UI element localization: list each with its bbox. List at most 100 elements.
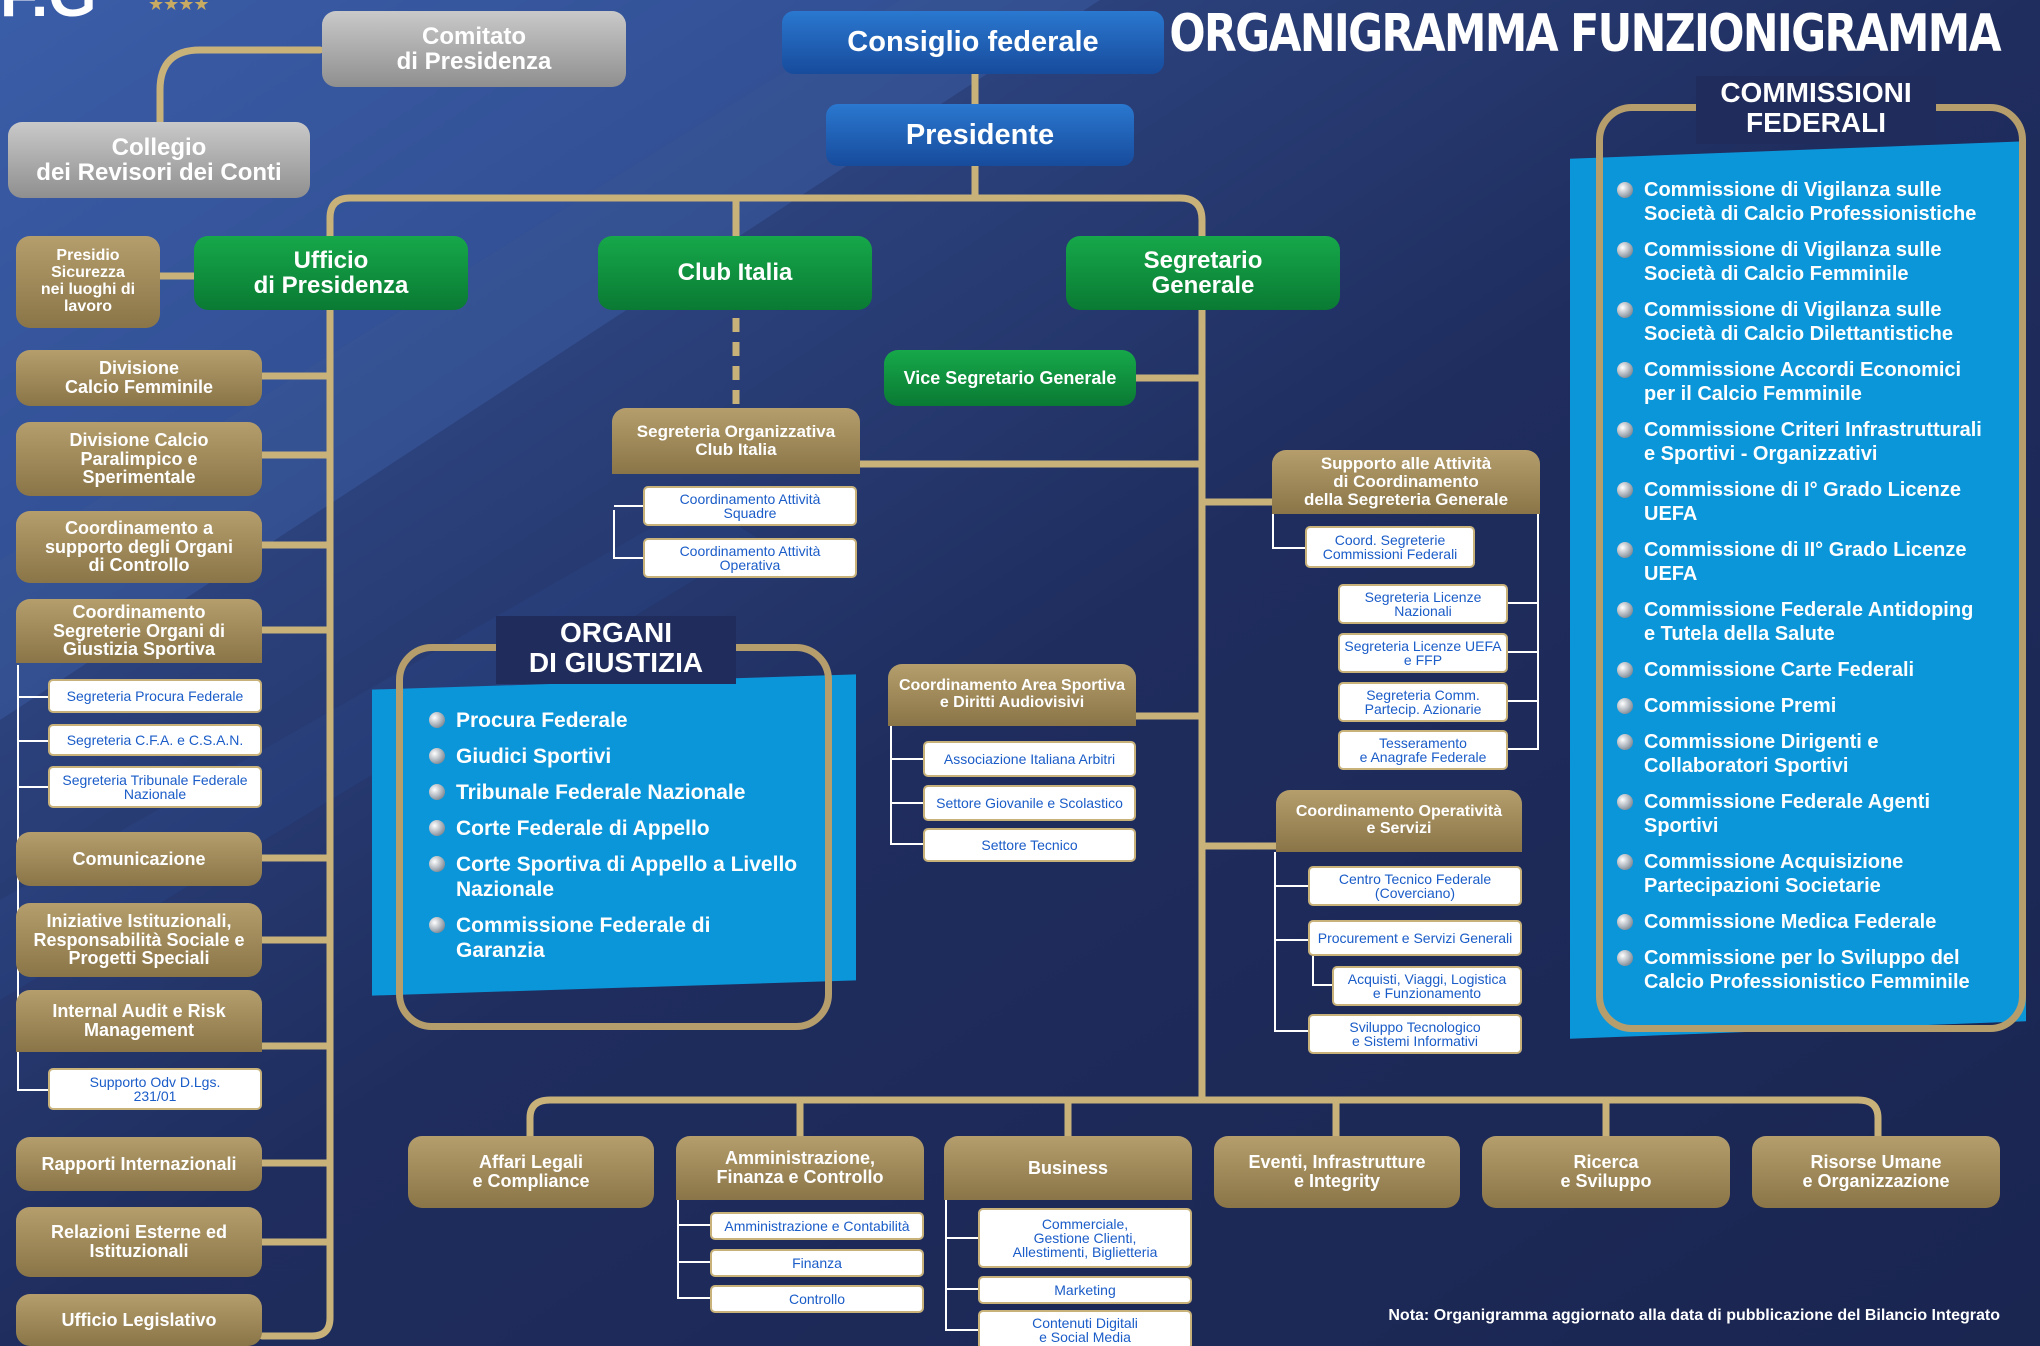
ball-bullet-icon (1617, 242, 1633, 258)
iniziative-istituzionali-box: Iniziative Istituzionali, Responsabilità… (16, 903, 262, 977)
consiglio-federale-box: Consiglio federale (782, 11, 1164, 74)
commerciale-gestione-clienti: Commerciale, Gestione Clienti, Allestime… (978, 1208, 1192, 1268)
commissione-item: Commissione Acquisizione Partecipazioni … (1617, 850, 2014, 898)
settore-giovanile: Settore Giovanile e Scolastico (923, 785, 1136, 821)
organi-item: Corte Sportiva di Appello a Livello Nazi… (429, 852, 836, 902)
segreteria-tribunale-federale: Segreteria Tribunale Federale Nazionale (48, 766, 262, 808)
controllo: Controllo (710, 1285, 924, 1313)
finanza: Finanza (710, 1249, 924, 1277)
organi-item: Tribunale Federale Nazionale (429, 780, 836, 805)
collegio-revisori-box: Collegio dei Revisori dei Conti (8, 122, 310, 198)
tesseramento-anagrafe: Tesseramento e Anagrafe Federale (1338, 730, 1508, 770)
commissione-item: Commissione Dirigenti e Collaboratori Sp… (1617, 730, 2014, 778)
segreteria-cfa-csan: Segreteria C.F.A. e C.S.A.N. (48, 724, 262, 756)
organi-item: Giudici Sportivi (429, 744, 836, 769)
business-box: Business (944, 1136, 1192, 1200)
ball-bullet-icon (429, 820, 445, 836)
divisione-paralimpico-box: Divisione Calcio Paralimpico e Speriment… (16, 422, 262, 496)
ball-bullet-icon (1617, 698, 1633, 714)
organi-giustizia-title: ORGANI DI GIUSTIZIA (496, 616, 736, 684)
club-italia-box: Club Italia (598, 236, 872, 310)
footnote: Nota: Organigramma aggiornato alla data … (1388, 1307, 2000, 1324)
commissione-item: Commissione di Vigilanza sulle Società d… (1617, 298, 2014, 346)
ricerca-sviluppo-box: Ricerca e Sviluppo (1482, 1136, 1730, 1208)
coordinamento-organi-controllo-box: Coordinamento a supporto degli Organi di… (16, 511, 262, 583)
ball-bullet-icon (1617, 914, 1633, 930)
segreteria-partecip-azionarie: Segreteria Comm. Partecip. Azionarie (1338, 682, 1508, 722)
acquisti-viaggi-logistica: Acquisti, Viaggi, Logistica e Funzioname… (1332, 966, 1522, 1006)
commissioni-title: COMMISSIONI FEDERALI (1696, 76, 1936, 144)
risorse-umane-box: Risorse Umane e Organizzazione (1752, 1136, 2000, 1208)
ball-bullet-icon (1617, 422, 1633, 438)
ball-bullet-icon (1617, 362, 1633, 378)
centro-tecnico-federale: Centro Tecnico Federale (Coverciano) (1308, 866, 1522, 906)
marketing: Marketing (978, 1276, 1192, 1304)
associazione-arbitri: Associazione Italiana Arbitri (923, 741, 1136, 777)
organi-giustizia-list: Procura Federale Giudici Sportivi Tribun… (429, 708, 836, 963)
comitato-presidenza-box: Comitato di Presidenza (322, 11, 626, 87)
coordinamento-area-sportiva-box: Coordinamento Area Sportiva e Diritti Au… (888, 664, 1136, 726)
procurement-servizi: Procurement e Servizi Generali (1308, 920, 1522, 956)
internal-audit-box: Internal Audit e Risk Management (16, 990, 262, 1052)
ball-bullet-icon (1617, 854, 1633, 870)
amministrazione-finanza-box: Amministrazione, Finanza e Controllo (676, 1136, 924, 1200)
coord-attivita-operativa: Coordinamento Attività Operativa (643, 538, 857, 578)
coordinamento-operativita-box: Coordinamento Operatività e Servizi (1276, 790, 1522, 852)
logo: F.G (0, 0, 96, 31)
divisione-calcio-femminile-box: Divisione Calcio Femminile (16, 350, 262, 406)
ball-bullet-icon (1617, 602, 1633, 618)
rating-stars: ★★★★ (148, 0, 210, 14)
affari-legali-box: Affari Legali e Compliance (408, 1136, 654, 1208)
rapporti-internazionali-box: Rapporti Internazionali (16, 1137, 262, 1191)
organi-item: Procura Federale (429, 708, 836, 733)
vice-segretario-box: Vice Segretario Generale (884, 350, 1136, 406)
ball-bullet-icon (429, 784, 445, 800)
ball-bullet-icon (429, 712, 445, 728)
ball-bullet-icon (429, 748, 445, 764)
segreteria-licenze-uefa: Segreteria Licenze UEFA e FFP (1338, 633, 1508, 673)
commissione-item: Commissione di Vigilanza sulle Società d… (1617, 238, 2014, 286)
coord-attivita-squadre: Coordinamento Attività Squadre (643, 486, 857, 526)
comunicazione-box: Comunicazione (16, 832, 262, 886)
commissione-item: Commissione Federale Antidoping e Tutela… (1617, 598, 2014, 646)
ball-bullet-icon (1617, 182, 1633, 198)
commissione-item: Commissione per lo Sviluppo del Calcio P… (1617, 946, 2014, 994)
segreteria-licenze-nazionali: Segreteria Licenze Nazionali (1338, 584, 1508, 624)
amministrazione-contabilita: Amministrazione e Contabilità (710, 1212, 924, 1240)
segretario-generale-box: Segretario Generale (1066, 236, 1340, 310)
commissione-item: Commissione Accordi Economici per il Cal… (1617, 358, 2014, 406)
contenuti-digitali: Contenuti Digitali e Social Media (978, 1310, 1192, 1346)
organi-item: Commissione Federale di Garanzia (429, 913, 836, 963)
ball-bullet-icon (1617, 794, 1633, 810)
ball-bullet-icon (1617, 302, 1633, 318)
supporto-attivita-box: Supporto alle Attività di Coordinamento … (1272, 450, 1540, 514)
segreteria-procura-federale: Segreteria Procura Federale (48, 679, 262, 713)
commissione-item: Commissione Carte Federali (1617, 658, 2014, 682)
ball-bullet-icon (1617, 542, 1633, 558)
coord-segreterie-commissioni: Coord. Segreterie Commissioni Federali (1305, 526, 1475, 568)
eventi-infrastrutture-box: Eventi, Infrastrutture e Integrity (1214, 1136, 1460, 1208)
presidente-box: Presidente (826, 104, 1134, 166)
ufficio-legislativo-box: Ufficio Legislativo (16, 1294, 262, 1346)
supporto-odv: Supporto Odv D.Lgs. 231/01 (48, 1068, 262, 1110)
ball-bullet-icon (1617, 662, 1633, 678)
ball-bullet-icon (1617, 734, 1633, 750)
commissione-item: Commissione Federale Agenti Sportivi (1617, 790, 2014, 838)
organi-item: Corte Federale di Appello (429, 816, 836, 841)
commissione-item: Commissione Criteri Infrastrutturali e S… (1617, 418, 2014, 466)
settore-tecnico: Settore Tecnico (923, 828, 1136, 862)
ball-bullet-icon (429, 917, 445, 933)
coordinamento-giustizia-box: Coordinamento Segreterie Organi di Giust… (16, 599, 262, 663)
ball-bullet-icon (1617, 482, 1633, 498)
page-title: ORGANIGRAMMA FUNZIONIGRAMMA (1169, 4, 2001, 64)
commissione-item: Commissione di Vigilanza sulle Società d… (1617, 178, 2014, 226)
ball-bullet-icon (429, 856, 445, 872)
commissioni-list: Commissione di Vigilanza sulle Società d… (1617, 178, 2014, 994)
ufficio-presidenza-box: Ufficio di Presidenza (194, 236, 468, 310)
commissione-item: Commissione di I° Grado Licenze UEFA (1617, 478, 2014, 526)
commissione-item: Commissione di II° Grado Licenze UEFA (1617, 538, 2014, 586)
sviluppo-tecnologico: Sviluppo Tecnologico e Sistemi Informati… (1308, 1014, 1522, 1054)
ball-bullet-icon (1617, 950, 1633, 966)
commissione-item: Commissione Premi (1617, 694, 2014, 718)
commissione-item: Commissione Medica Federale (1617, 910, 2014, 934)
